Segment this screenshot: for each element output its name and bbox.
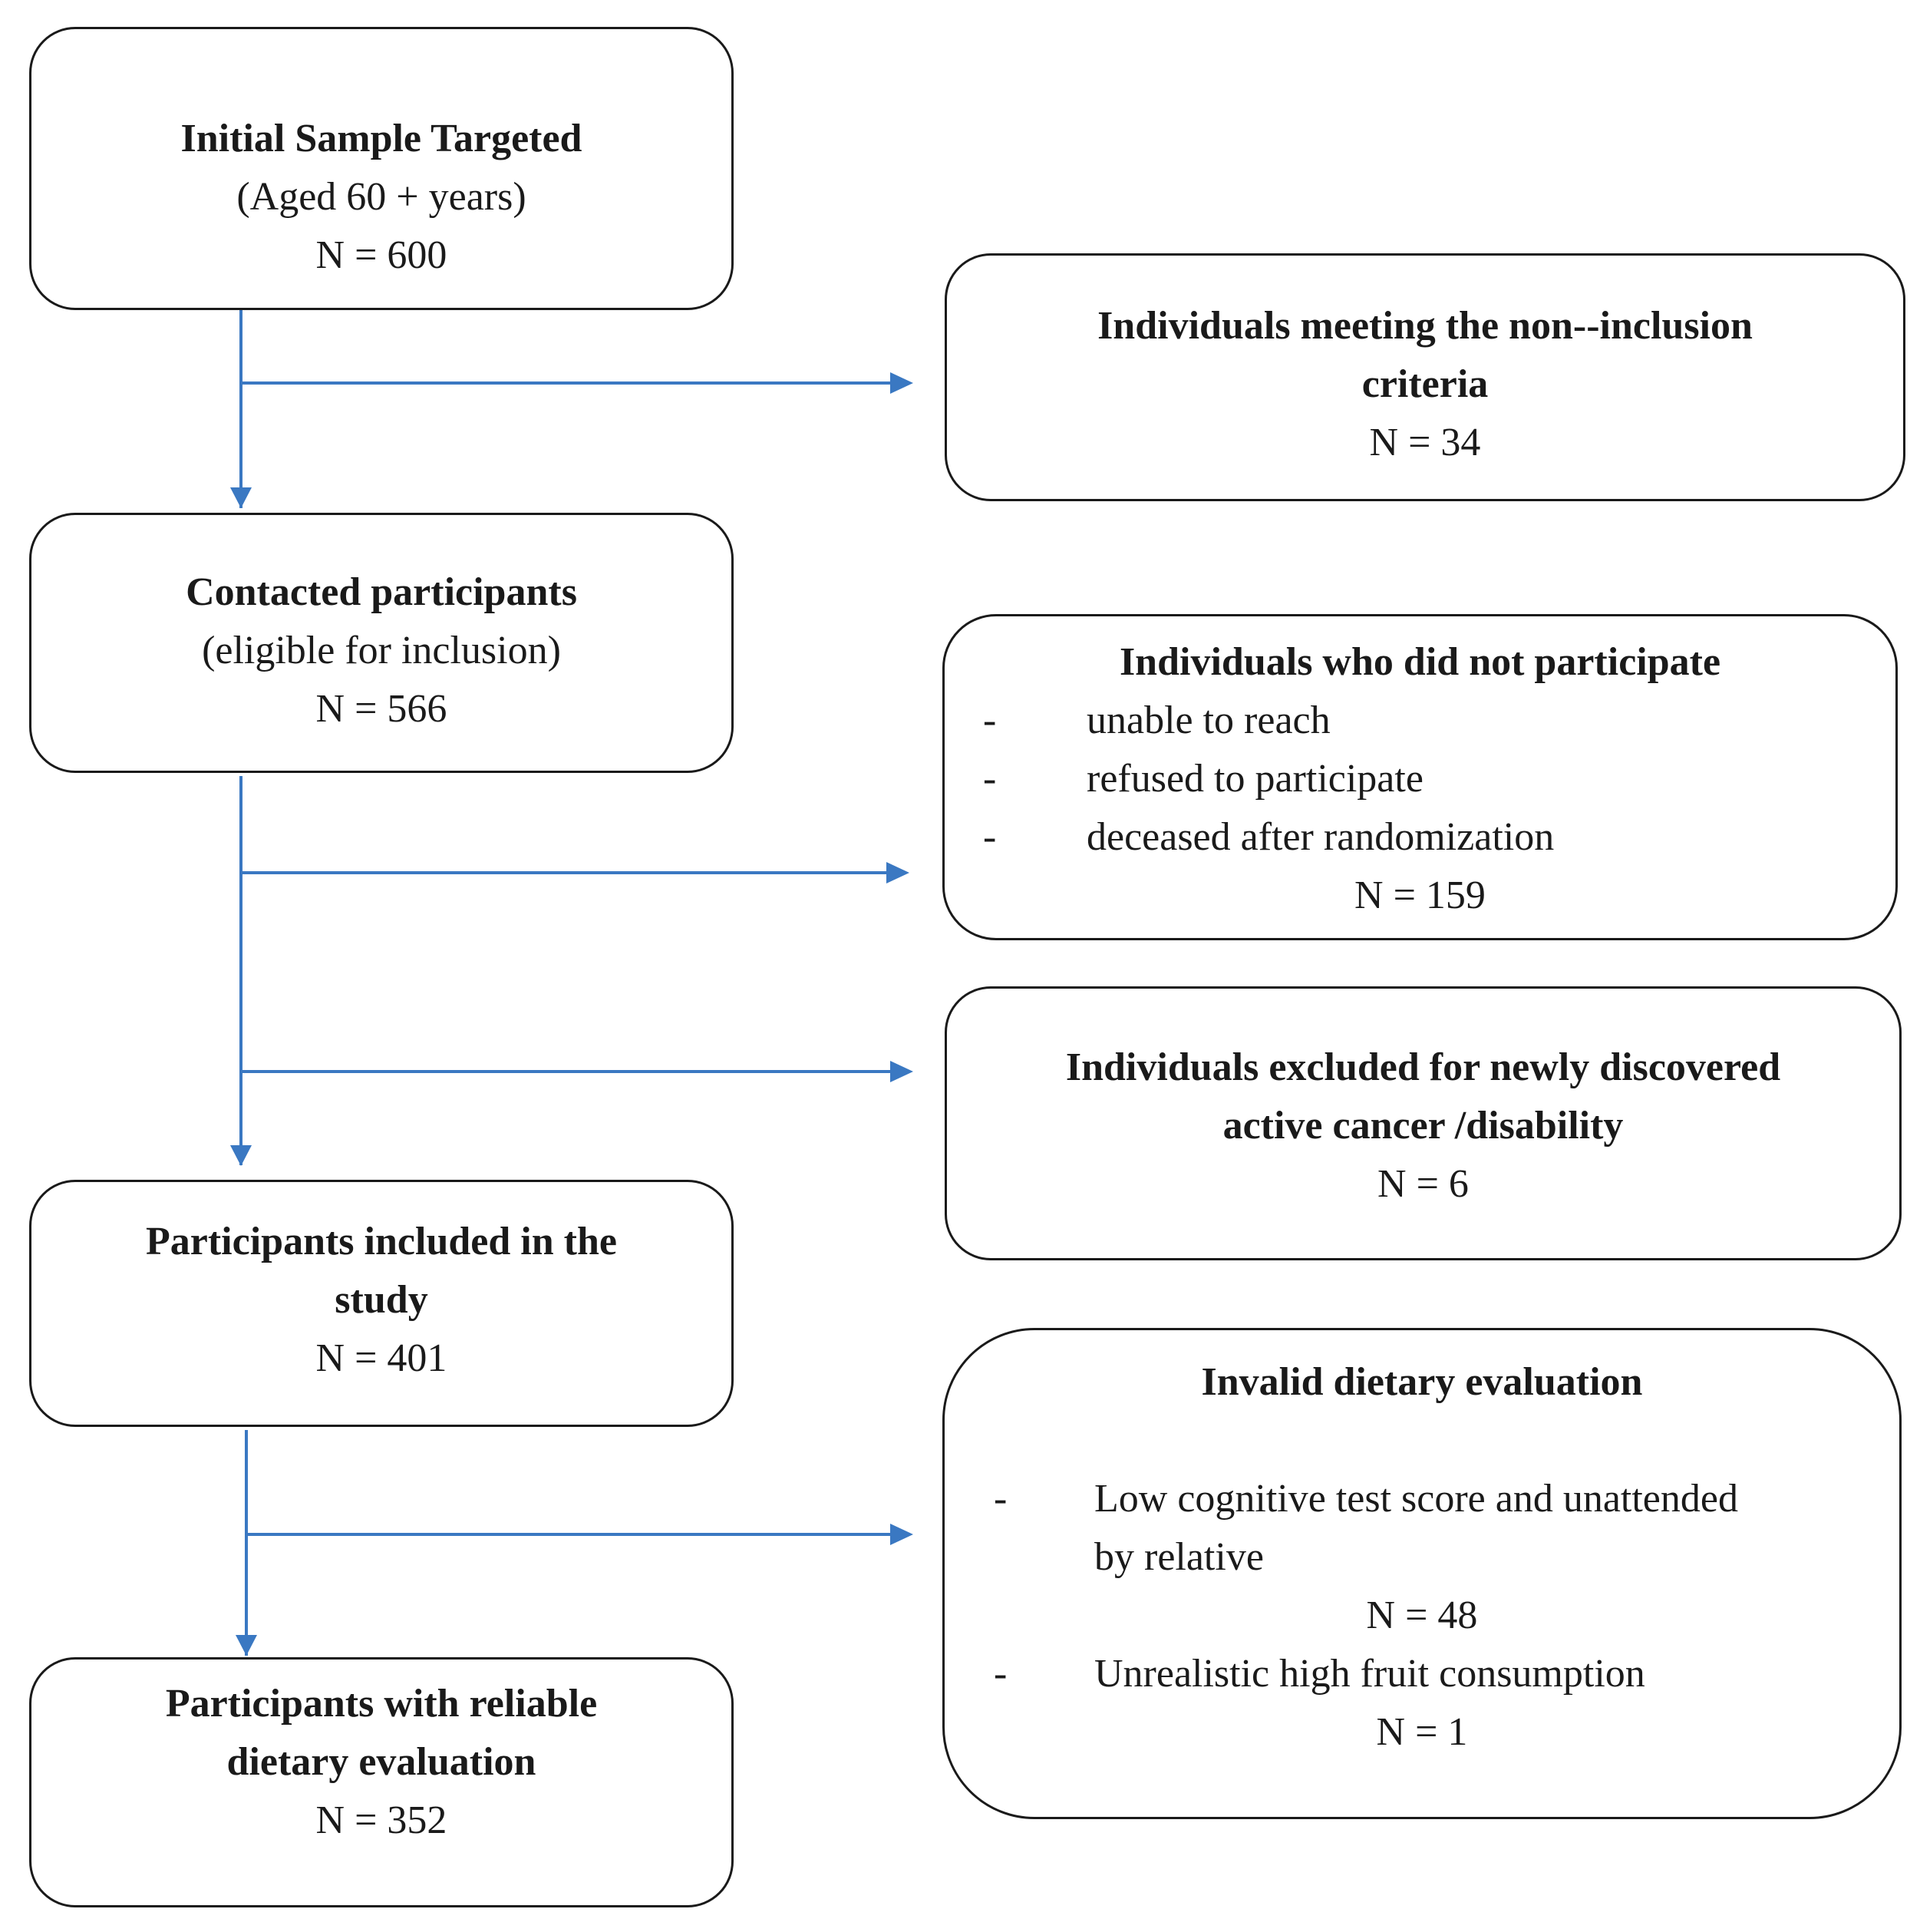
list-item: -refused to participate	[983, 757, 1424, 801]
invalid-count-2: N = 1	[1376, 1710, 1468, 1754]
arrowhead-invalid	[890, 1524, 913, 1545]
included-title-line1: Participants included in the	[146, 1220, 617, 1263]
box-excluded: Individuals excluded for newly discovere…	[945, 986, 1902, 1260]
arrowhead-included	[230, 1145, 252, 1166]
initial-count: N = 600	[315, 233, 447, 277]
box-invalid-dietary-evaluation: Invalid dietary evaluation -Low cognitiv…	[942, 1328, 1902, 1819]
arrowhead-non-inclusion	[890, 372, 913, 394]
did-not-participate-reasons: -unable to reach -refused to participate…	[945, 692, 1895, 867]
box-included-participants: Participants included in the study N = 4…	[29, 1180, 734, 1427]
invalid-reason-2: -Unrealistic high fruit consumption	[945, 1645, 1899, 1703]
box-contacted-participants: Contacted participants (eligible for inc…	[29, 513, 734, 773]
did-not-participate-count: N = 159	[1354, 874, 1486, 917]
contacted-subtitle: (eligible for inclusion)	[202, 629, 561, 672]
arrowhead-excluded	[890, 1061, 913, 1082]
non-inclusion-count: N = 34	[1369, 421, 1481, 464]
list-item: -unable to reach	[983, 698, 1331, 742]
invalid-count-1: N = 48	[1366, 1593, 1478, 1637]
excluded-count: N = 6	[1377, 1162, 1469, 1206]
reliable-title-line1: Participants with reliable	[165, 1682, 598, 1726]
reliable-title-line2: dietary evaluation	[226, 1740, 536, 1784]
non-inclusion-title-line1: Individuals meeting the non--inclusion	[1097, 304, 1753, 348]
included-count: N = 401	[315, 1336, 447, 1380]
list-item: -Unrealistic high fruit consumption	[994, 1652, 1645, 1696]
initial-title: Initial Sample Targeted	[180, 117, 582, 160]
excluded-title-line1: Individuals excluded for newly discovere…	[1065, 1045, 1781, 1089]
arrowhead-did-not-participate	[886, 862, 909, 883]
contacted-count: N = 566	[315, 687, 447, 731]
included-title-line2: study	[335, 1278, 428, 1322]
reliable-count: N = 352	[315, 1798, 447, 1842]
list-item: -deceased after randomization	[983, 815, 1555, 859]
initial-subtitle: (Aged 60 + years)	[236, 175, 526, 219]
box-initial-sample: Initial Sample Targeted (Aged 60 + years…	[29, 27, 734, 310]
invalid-title: Invalid dietary evaluation	[1201, 1360, 1643, 1404]
arrowhead-contacted	[230, 487, 252, 508]
invalid-reason-1: -Low cognitive test score and unattended…	[945, 1470, 1899, 1587]
contacted-title: Contacted participants	[186, 570, 577, 614]
box-non-inclusion: Individuals meeting the non--inclusion c…	[945, 253, 1905, 501]
excluded-title-line2: active cancer /disability	[1222, 1104, 1624, 1148]
non-inclusion-title-line2: criteria	[1361, 362, 1489, 406]
box-reliable-dietary-evaluation: Participants with reliable dietary evalu…	[29, 1657, 734, 1907]
list-item: -Low cognitive test score and unattended…	[994, 1477, 1738, 1579]
did-not-participate-title: Individuals who did not participate	[1119, 640, 1721, 684]
arrowhead-reliable	[236, 1635, 257, 1656]
box-did-not-participate: Individuals who did not participate -una…	[942, 614, 1898, 940]
